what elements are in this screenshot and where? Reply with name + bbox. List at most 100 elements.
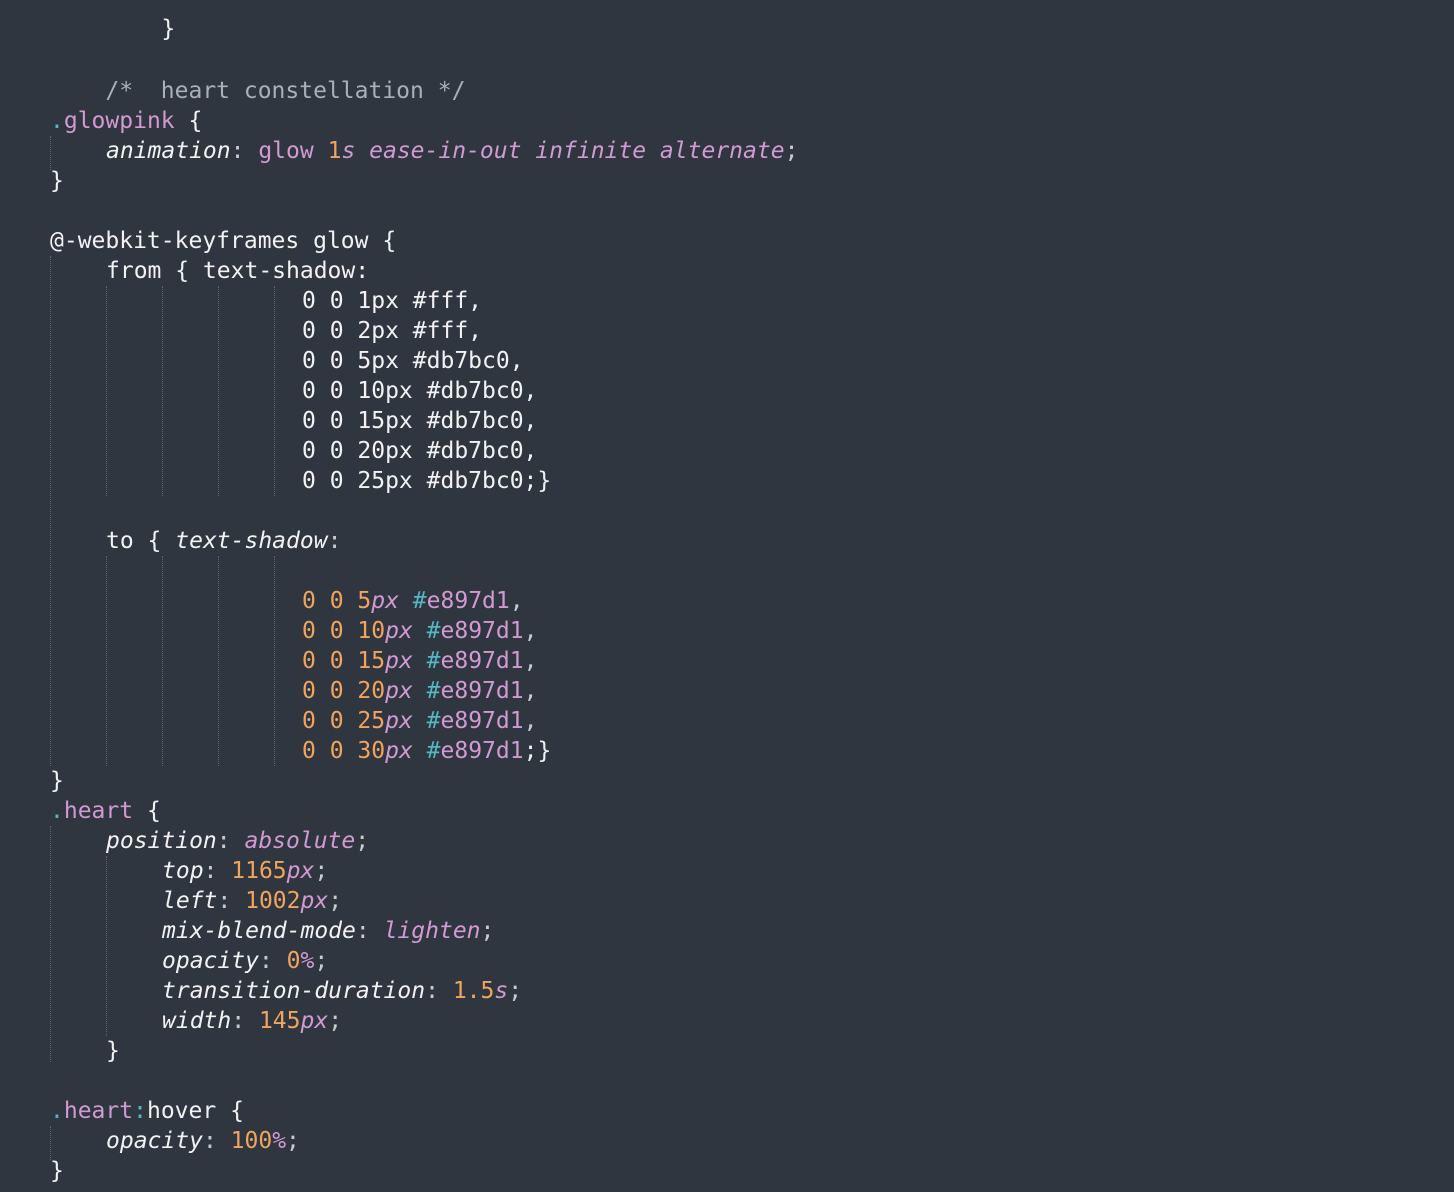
keyframes-header: @-webkit-keyframes glow { — [50, 226, 396, 256]
unit: px — [300, 1008, 329, 1034]
declaration-line: opacity: 100%; — [106, 1126, 300, 1156]
colon: : — [425, 978, 453, 1004]
from-line: from { text-shadow: — [106, 256, 369, 286]
punctuation: , — [509, 588, 524, 614]
shadow-offsets: 0 0 — [302, 648, 358, 674]
code-line: } — [106, 0, 175, 42]
hash: # — [412, 738, 441, 764]
keyword-value: absolute — [244, 828, 356, 854]
unit: px — [385, 618, 413, 644]
property-name: left — [162, 888, 218, 914]
shadow-line: 0 0 10px #e897d1, — [302, 616, 537, 646]
shadow-value: 0 0 5px #db7bc0, — [302, 348, 524, 374]
indent-guide — [162, 556, 163, 766]
indent-guide — [218, 286, 219, 496]
property-name: width — [162, 1008, 232, 1034]
shadow-offsets: 0 0 — [302, 588, 358, 614]
indent-guide — [162, 286, 163, 496]
colon: : — [258, 948, 287, 974]
indent-guide — [50, 826, 51, 1062]
shadow-value: 0 0 25px #db7bc0;} — [302, 468, 552, 494]
indent-guide — [106, 856, 107, 1036]
indent-guide — [274, 556, 275, 766]
shadow-value: 0 0 20px #db7bc0, — [302, 438, 538, 464]
shadow-value: 0 0 2px #fff, — [302, 318, 483, 344]
property-name: top — [162, 858, 204, 884]
selector-name: heart — [63, 798, 134, 824]
unit: px — [371, 588, 399, 614]
property-name: opacity — [106, 1128, 203, 1154]
semicolon: ; — [508, 978, 523, 1004]
colon: : — [217, 888, 246, 914]
to-line: to { text-shadow: — [106, 526, 341, 556]
shadow-offsets: 0 0 — [302, 678, 358, 704]
number-value: 25 — [357, 708, 386, 734]
color-value: e897d1 — [440, 618, 524, 644]
brace-open: { — [174, 108, 203, 134]
colon: : — [355, 918, 384, 944]
indent-guide — [50, 1126, 51, 1160]
declaration-line: width: 145px; — [162, 1006, 342, 1036]
hash: # — [412, 618, 441, 644]
closing-brace-line: } — [50, 1156, 64, 1186]
punctuation: , — [523, 618, 538, 644]
declaration-line: opacity: 0%; — [162, 946, 328, 976]
unit: s — [341, 138, 356, 164]
semicolon: ; — [480, 918, 495, 944]
selector-name: heart — [63, 1098, 134, 1124]
color-value: e897d1 — [426, 588, 510, 614]
closing-brace-line: } — [50, 166, 64, 196]
brace-open: { — [133, 798, 161, 824]
to-keyword: to { — [106, 528, 176, 554]
unit: px — [385, 648, 413, 674]
colon: : — [231, 1008, 259, 1034]
semicolon: ; — [286, 1128, 300, 1154]
declaration-line: animation: glow 1s ease-in-out infinite … — [106, 136, 798, 166]
colon: : — [203, 858, 232, 884]
number-value: 1165 — [231, 858, 287, 884]
selector-line: .heart:hover { — [50, 1096, 244, 1126]
unit: s — [494, 978, 509, 1004]
brace-close: } — [50, 1158, 64, 1184]
comment-text: /* heart constellation */ — [105, 78, 466, 104]
number-value: 10 — [357, 618, 386, 644]
selector-line: .heart { — [50, 796, 161, 826]
indent-guide — [106, 286, 107, 496]
unit: % — [300, 948, 315, 974]
shadow-line: 0 0 25px #db7bc0;} — [302, 466, 551, 496]
hash: # — [412, 708, 441, 734]
number-value: 0 — [286, 948, 301, 974]
declaration-line: transition-duration: 1.5s; — [162, 976, 522, 1006]
indent-guide — [274, 286, 275, 496]
semicolon: ; — [314, 948, 329, 974]
semicolon: ; — [328, 888, 343, 914]
shadow-line: 0 0 10px #db7bc0, — [302, 376, 537, 406]
punctuation: , — [523, 708, 538, 734]
color-value: e897d1 — [440, 708, 524, 734]
closing-brace: } — [161, 16, 176, 42]
pseudo-colon: : — [133, 1098, 147, 1124]
selector-dot: . — [50, 1098, 64, 1124]
property-name: position — [106, 828, 217, 854]
property-name: text-shadow — [175, 528, 328, 554]
closing-brace-line: } — [50, 766, 64, 796]
declaration-line: position: absolute; — [106, 826, 369, 856]
selector-name: glowpink — [63, 108, 175, 134]
declaration-line: left: 1002px; — [162, 886, 342, 916]
animation-name: glow — [244, 138, 328, 164]
shadow-line: 0 0 20px #e897d1, — [302, 676, 537, 706]
keyword-values: ease-in-out infinite alternate — [355, 138, 785, 164]
pseudo-class: hover — [146, 1098, 217, 1124]
shadow-value: 0 0 10px #db7bc0, — [302, 378, 538, 404]
closing-brace-line: } — [106, 1036, 120, 1066]
number-value: 20 — [357, 678, 386, 704]
semicolon: ; — [328, 1008, 343, 1034]
shadow-value: 0 0 1px #fff, — [302, 288, 483, 314]
keyframes-text: @-webkit-keyframes glow { — [50, 228, 397, 254]
property-name: mix-blend-mode — [162, 918, 356, 944]
indent-guide — [50, 136, 51, 170]
hash: # — [412, 648, 441, 674]
property-name: transition-duration — [162, 978, 426, 1004]
colon: : — [202, 1128, 231, 1154]
